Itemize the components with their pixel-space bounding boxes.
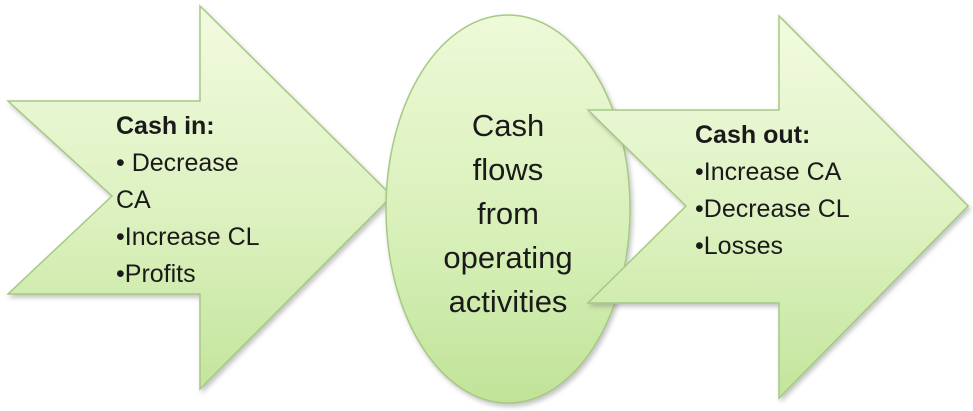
cash-in-heading: Cash in: xyxy=(116,112,215,140)
bullet-icon: • xyxy=(695,232,704,260)
center-line: operating xyxy=(443,240,573,275)
center-line: Cash xyxy=(471,108,545,143)
bullet-icon: • xyxy=(116,149,125,177)
bullet-icon: • xyxy=(116,260,125,288)
cash-out-item: •Decrease CL xyxy=(695,195,850,223)
cash-in-arrow xyxy=(6,4,394,391)
cash-in-item: • Decrease xyxy=(116,149,239,177)
cash-in-item: •Increase CL xyxy=(116,223,260,251)
bullet-icon: • xyxy=(116,223,125,251)
cash-out-text: Cash out: •Increase CA •Decrease CL •Los… xyxy=(695,117,850,265)
center-line: activities xyxy=(448,284,568,319)
cash-in-text: Cash in: • Decrease CA •Increase CL •Pro… xyxy=(116,108,260,293)
center-line: from xyxy=(477,196,539,231)
cash-in-item: •Profits xyxy=(116,260,196,288)
operating-activities-oval xyxy=(385,14,631,404)
cash-out-heading: Cash out: xyxy=(695,121,811,149)
bullet-icon: • xyxy=(695,195,704,223)
operating-activities-text: Cash flows from operating activities xyxy=(403,104,613,324)
cash-in-item-continuation: CA xyxy=(116,186,151,214)
cash-out-item: •Losses xyxy=(695,232,783,260)
cash-out-arrow xyxy=(586,14,970,400)
center-line: flows xyxy=(472,152,544,187)
cash-out-item: •Increase CA xyxy=(695,158,842,186)
bullet-icon: • xyxy=(695,158,704,186)
